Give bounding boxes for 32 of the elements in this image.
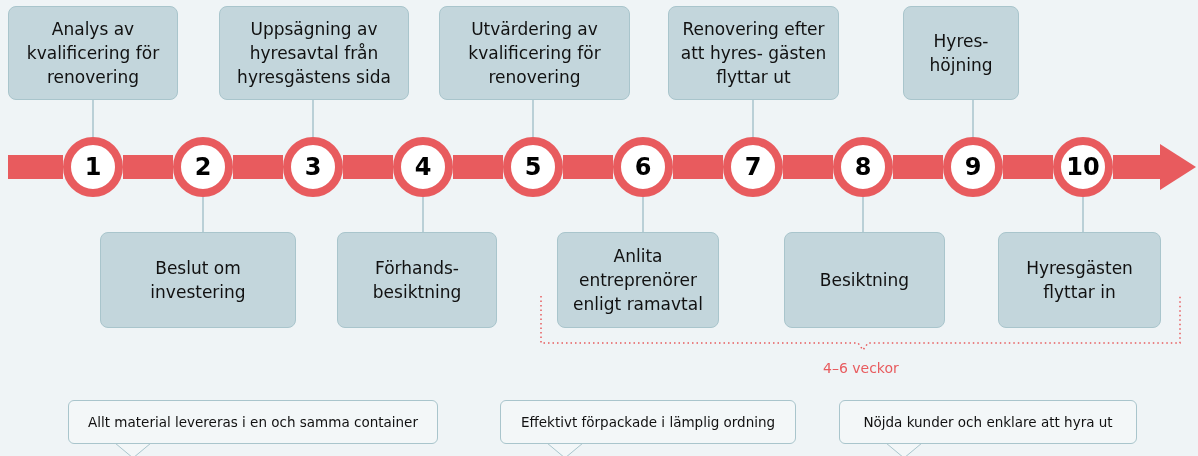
step-box: Renovering efter att hyres- gästen flyttar ut — [668, 6, 839, 100]
step-number-circle: 6 — [613, 137, 673, 197]
step-box: Hyres- höjning — [903, 6, 1019, 100]
connector-line — [642, 196, 644, 233]
step-number-circle: 5 — [503, 137, 563, 197]
duration-label: 4–6 veckor — [823, 360, 899, 376]
step-number-circle: 4 — [393, 137, 453, 197]
connector-line — [752, 99, 754, 138]
connector-line — [1082, 196, 1084, 233]
step-number-circle: 3 — [283, 137, 343, 197]
step-box: Uppsägning av hyresavtal från hyresgästens sida — [219, 6, 409, 100]
connector-line — [202, 196, 204, 233]
step-box: Hyresgästen flyttar in — [998, 232, 1161, 328]
step-box: Besiktning — [784, 232, 945, 328]
timeline-arrow — [1113, 144, 1196, 190]
connector-line — [312, 99, 314, 138]
step-box: Beslut om investering — [100, 232, 296, 328]
step-box: Förhands- besiktning — [337, 232, 497, 328]
connector-line — [92, 99, 94, 138]
step-box: Utvärdering av kvalificering för renovering — [439, 6, 630, 100]
step-number-circle: 9 — [943, 137, 1003, 197]
step-number-circle: 8 — [833, 137, 893, 197]
step-number-circle: 1 — [63, 137, 123, 197]
step-box: Analys av kvalificering för renovering — [8, 6, 178, 100]
step-number-circle: 7 — [723, 137, 783, 197]
step-number-circle: 2 — [173, 137, 233, 197]
connector-line — [422, 196, 424, 233]
step-box: Anlita entreprenörer enligt ramavtal — [557, 232, 719, 328]
connector-line — [972, 99, 974, 138]
step-number-circle: 10 — [1053, 137, 1113, 197]
connector-line — [532, 99, 534, 138]
connector-line — [862, 196, 864, 233]
